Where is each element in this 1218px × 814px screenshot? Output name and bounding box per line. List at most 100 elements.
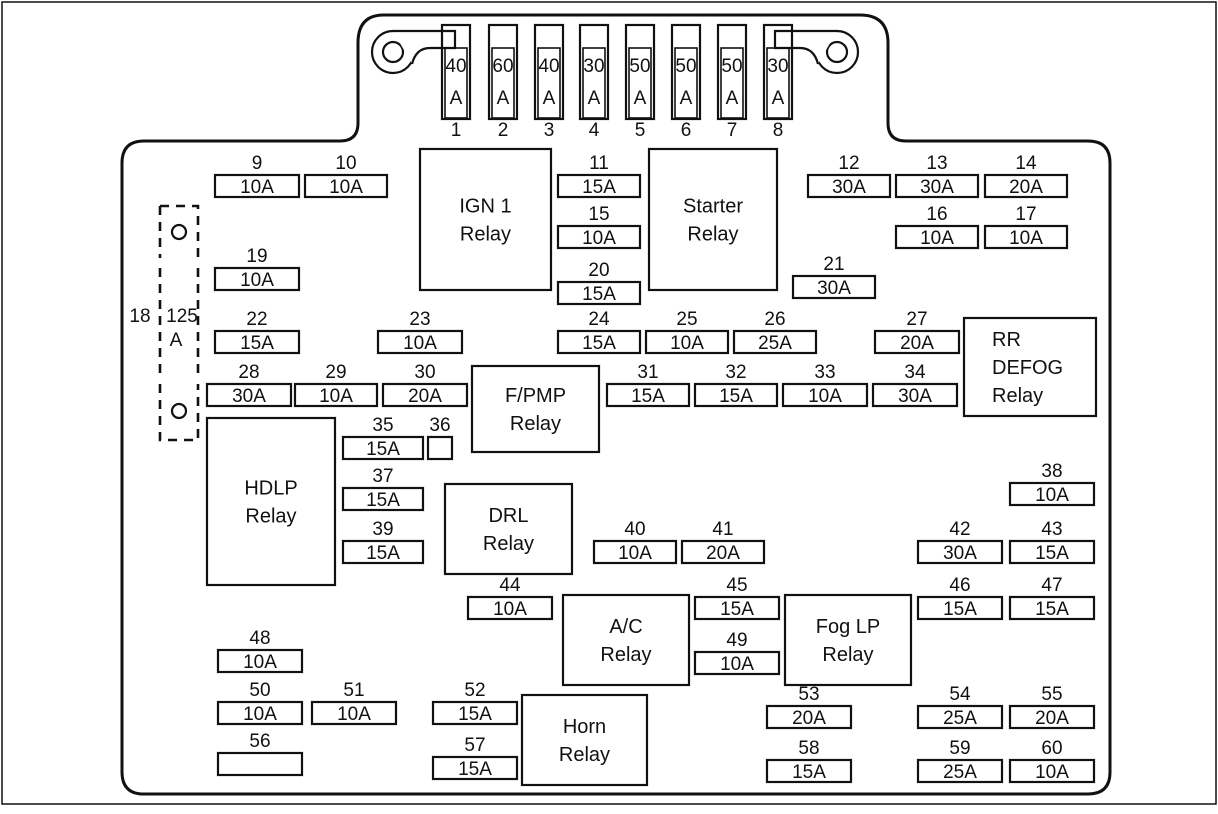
- maxi-fuse-rating: 40: [445, 56, 466, 77]
- fuse-housing: [293, 382, 379, 408]
- fuse-number: 26: [764, 309, 785, 330]
- fuse-number: 57: [464, 735, 485, 756]
- maxi-fuse-unit: A: [450, 88, 463, 109]
- relay-label: RR: [992, 329, 1021, 351]
- fuse-housing: [693, 382, 779, 408]
- fuse-number: 19: [246, 246, 267, 267]
- fuse-housing: [1008, 758, 1096, 784]
- fuse-housing: [894, 224, 980, 250]
- maxi-fuse-rating: 50: [629, 56, 650, 77]
- fuse-rating: 30A: [898, 386, 932, 407]
- fuse-number: 16: [926, 204, 947, 225]
- fuse-number: 37: [372, 466, 393, 487]
- relay-label: HDLP: [244, 478, 297, 500]
- fuse-number: 43: [1041, 519, 1062, 540]
- fuse-housing: [556, 329, 642, 355]
- relay-label: Relay: [559, 744, 610, 766]
- relay-housing: [418, 147, 553, 292]
- fuse-number: 13: [926, 153, 947, 174]
- maxi-fuse-rating: 60: [492, 56, 513, 77]
- fuse-rating: 10A: [243, 652, 277, 673]
- fuse-housing: [791, 274, 877, 300]
- fuse-rating: 10A: [1035, 762, 1069, 783]
- relay-housing: [561, 593, 691, 687]
- maxi-fuse-element: [628, 47, 652, 119]
- fuse-rating: 20A: [792, 708, 826, 729]
- fuse-rating: 30A: [232, 386, 266, 407]
- fuse-number: 17: [1015, 204, 1036, 225]
- fuse-number: 48: [249, 628, 270, 649]
- maxi-fuse-element: [582, 47, 606, 119]
- fuse-18-outline-top: [160, 204, 200, 258]
- maxi-fuse-number: 4: [589, 120, 600, 141]
- fuse-rating: 15A: [366, 543, 400, 564]
- fuse-18-terminal-bottom: [170, 402, 188, 420]
- fuse-housing: [341, 539, 425, 565]
- fuse-number: 52: [464, 680, 485, 701]
- maxi-fuse-rating: 50: [675, 56, 696, 77]
- relay-label: Relay: [460, 224, 511, 246]
- fuse-number: 24: [588, 309, 610, 330]
- relay-housing: [962, 316, 1098, 418]
- fuse-rating: 15A: [582, 177, 616, 198]
- fuse-number: 31: [637, 362, 658, 383]
- maxi-fuse-rating: 30: [583, 56, 604, 77]
- maxi-fuse-number: 7: [727, 120, 738, 141]
- relay-housing: [520, 693, 649, 787]
- fuse-housing: [556, 224, 642, 250]
- fuse-rating: 30A: [817, 278, 851, 299]
- fuse-rating: 10A: [243, 704, 277, 725]
- fuse-number: 28: [238, 362, 259, 383]
- fuse-number: 32: [725, 362, 746, 383]
- fuse-housing: [873, 329, 961, 355]
- maxi-fuse-unit: A: [634, 88, 647, 109]
- maxi-fuse-housing: [624, 23, 656, 121]
- fuse-rating: 20A: [1035, 708, 1069, 729]
- fuse-number: 9: [252, 153, 263, 174]
- relay-label: Relay: [992, 385, 1043, 407]
- fuse-number: 50: [249, 680, 270, 701]
- fuse-number: 45: [726, 575, 747, 596]
- maxi-fuse-number: 6: [681, 120, 692, 141]
- fuse-housing: [916, 595, 1004, 621]
- fuse-number: 46: [949, 575, 970, 596]
- fuse-rating: 15A: [582, 284, 616, 305]
- fuse-number: 36: [429, 415, 450, 436]
- fuse-number: 55: [1041, 684, 1062, 705]
- fuse-housing: [556, 173, 642, 199]
- fuse-rating: 25A: [943, 762, 977, 783]
- fuse-housing: [1008, 704, 1096, 730]
- fuse-number: 15: [588, 204, 609, 225]
- fuse-rating: 20A: [900, 333, 934, 354]
- relay-housing: [443, 482, 574, 576]
- fuse-housing: [216, 648, 304, 674]
- fuse-rating: 10A: [808, 386, 842, 407]
